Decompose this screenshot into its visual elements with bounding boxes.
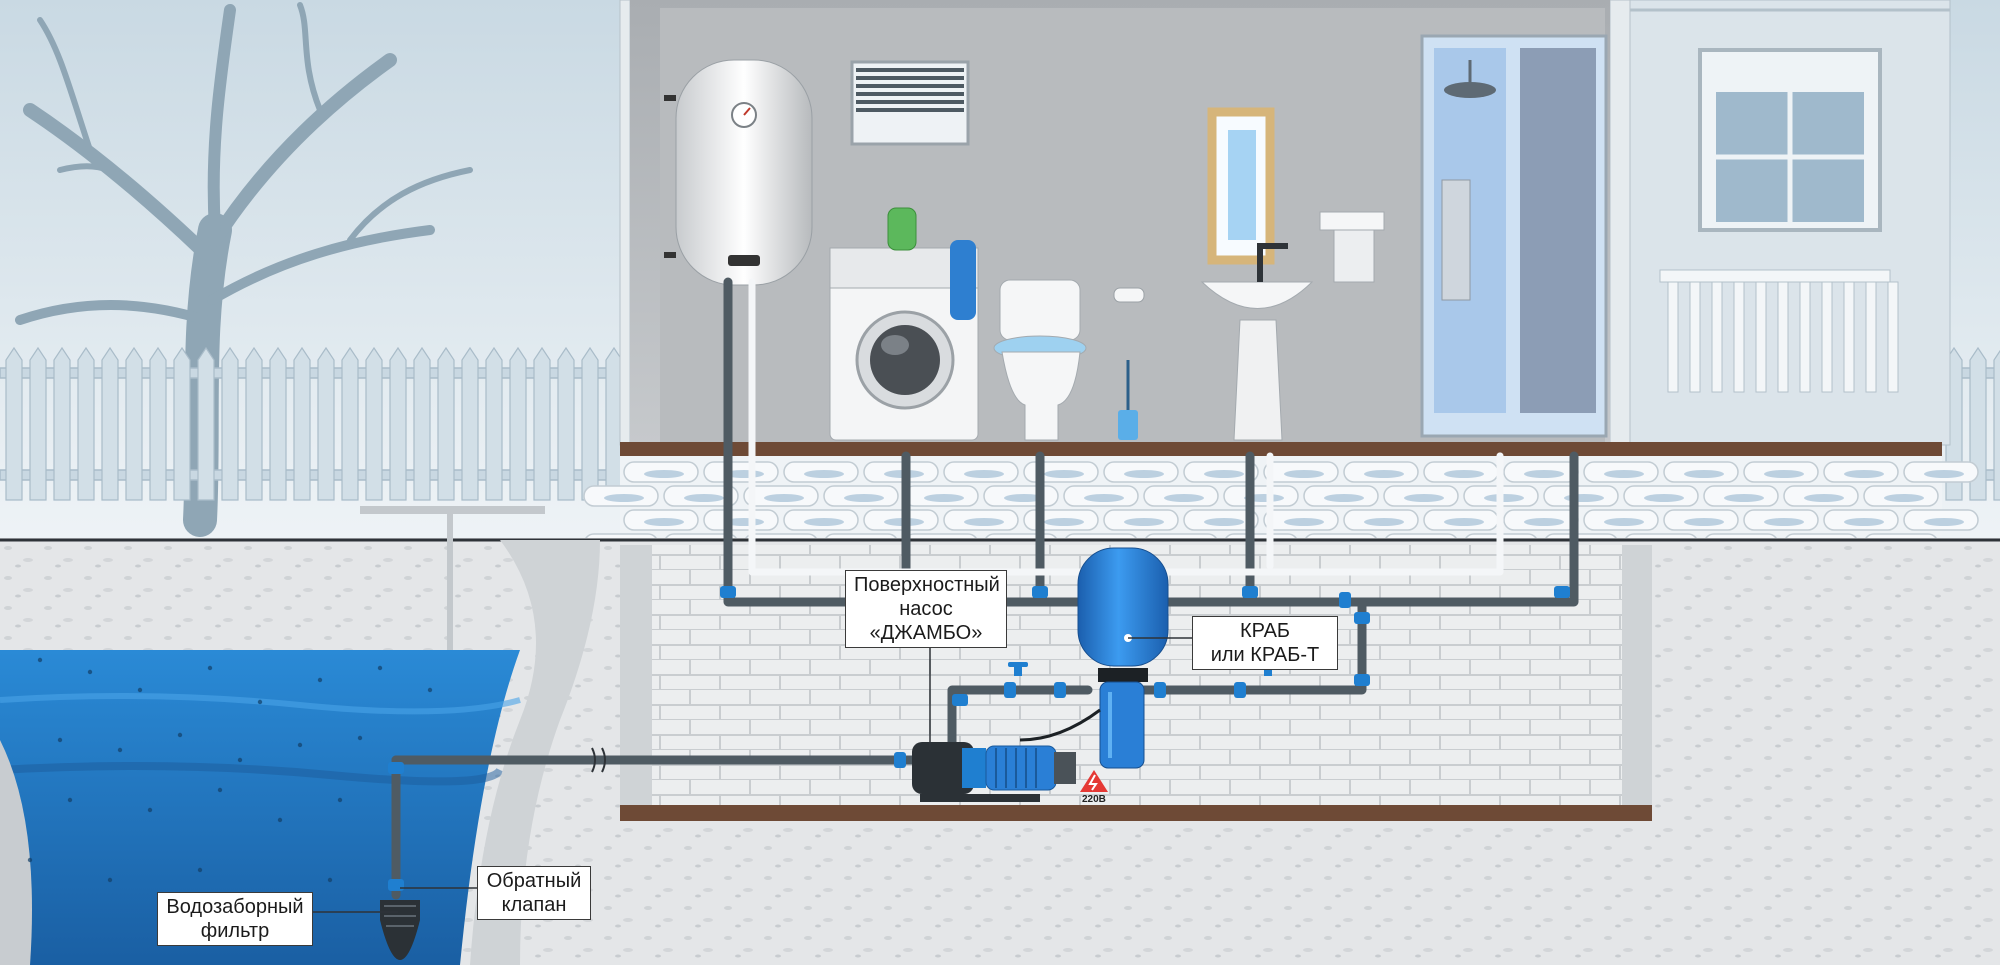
pump-label: Поверхностный насос «ДЖАМБО» [845,570,1007,648]
tank-label-line1: КРАБ [1239,620,1291,642]
toilet-brush [1118,410,1138,440]
voltage-label: 220В [1082,794,1106,805]
intake-filter-label-line2: фильтр [200,920,270,942]
pump-jumbo [912,742,1076,802]
toilet-paper [1113,287,1145,303]
towel [950,240,976,320]
check-valve-label: Обратный клапан [477,866,591,920]
sink [1200,107,1385,441]
intake-filter-label-line1: Водозаборный [166,896,304,918]
tank-label: КРАБ или КРАБ-Т [1192,616,1338,670]
well-post [360,506,545,650]
pipe-break-mark [591,747,606,773]
fence-pickets [5,346,2000,501]
pump-label-line3: «ДЖАМБО» [869,622,983,644]
floor-slab [620,442,1942,456]
toilet [993,279,1145,441]
check-valve-label-line2: клапан [501,894,567,916]
house-exterior [1629,0,1951,446]
sediment-particles [27,657,433,903]
tank-label-line2: или КРАБ-Т [1210,644,1320,666]
voltage-warning-icon [1080,770,1108,792]
pump-label-line1: Поверхностный [854,574,1000,596]
washing-machine [829,207,979,441]
leader-lines [312,630,1192,913]
house-interior [619,0,1631,446]
detergent-bottle [887,207,917,251]
check-valve-label-line1: Обратный [486,870,582,892]
accumulator-tank [1019,547,1169,769]
porch-rails [1667,281,1899,393]
shower-cabin [1420,34,1608,438]
pump-label-line2: насос [899,598,953,620]
intake-filter [380,900,420,960]
pipe-fittings [388,586,1570,891]
intake-filter-label: Водозаборный фильтр [157,892,313,946]
water-heater [664,59,813,286]
